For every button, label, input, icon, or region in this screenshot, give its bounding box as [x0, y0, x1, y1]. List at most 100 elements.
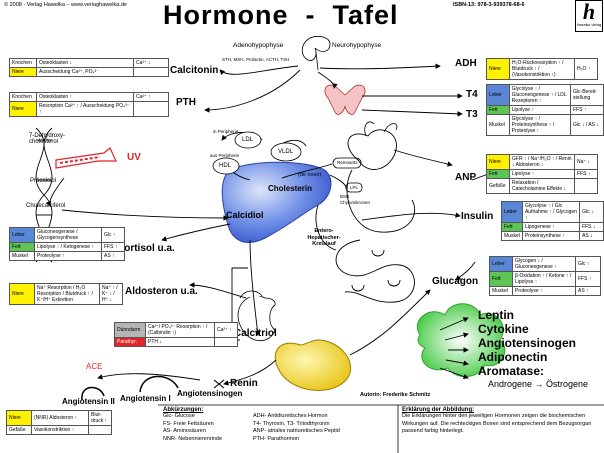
angiotensinogen-adipose-label: Angiotensinogen [478, 336, 576, 350]
glucagon-label: Glucagon [432, 276, 479, 287]
organ-cell: Gefäße [486, 178, 510, 194]
result-cell: AS ↑ [575, 286, 601, 296]
cytokine-label: Cytokine [478, 322, 529, 336]
effect-cell: Lipolyse ↑ [508, 105, 572, 115]
angiotensin-i-shape [139, 375, 179, 393]
organ-cell: Parathyr. [114, 337, 146, 347]
effect-cell: GFR ↑ / Na⁺/H₂O ↑ / Renin ↓ Aldosteron ↓ [509, 154, 575, 170]
cholecalciferol-label: Cholecalciferol [26, 203, 66, 209]
organ-cell: Leber [501, 201, 523, 223]
effect-cell: Proteolyse ↑ [34, 251, 102, 261]
organ-cell: Niere [6, 410, 32, 426]
organ-cell: Gefäße [6, 425, 32, 435]
abbr-item: Glc- Glucose [163, 413, 195, 419]
ace-label: ACE [86, 362, 103, 371]
result-cell: FFS ↑ [101, 242, 125, 252]
organ-cell: Niere [486, 154, 510, 170]
effect-cell: Osteoklasten ↑ [36, 92, 134, 102]
organ-cell: Leber [489, 256, 513, 272]
renin-label: Renin [230, 378, 258, 389]
organ-cell: Leber [486, 84, 510, 106]
kidney-icon [237, 295, 276, 342]
result-cell [214, 337, 238, 347]
effect-cell: Ausscheidung Ca²⁺, PO₄³⁻ [36, 67, 134, 77]
praecalciol-label: Präcalciol [30, 178, 57, 184]
effect-cell: PTH ↓ [145, 337, 215, 347]
organ-cell: Leber [9, 227, 35, 243]
abbr-item: PTH- Parathormon [253, 435, 300, 442]
t3-label: T3 [466, 109, 478, 120]
explanation-text: Die Erklärungen hinter den jeweiligen Ho… [402, 413, 592, 434]
lpl-label: LPL [350, 185, 359, 190]
angiotensinogen-label: Angiotensinogen [177, 389, 243, 398]
effect-cell: Vasokonstriktion ↑ [31, 425, 89, 435]
adipose-hormone-list: Leptin Cytokine Angiotensinogen Adiponec… [478, 308, 576, 378]
result-cell [88, 425, 112, 435]
effect-cell: (NNR) Aldosteron ↑ [31, 410, 89, 426]
effect-cell: Ca²⁺/ PO₄³⁻ Resorption ↑ / (Calbindin ↑) [145, 322, 215, 338]
pituitary-icon [301, 36, 331, 71]
adiponectin-label: Adiponectin [478, 350, 548, 364]
explanation-title: Erklärung der Abbildung: [402, 407, 475, 413]
result-cell: Na⁺ ↑ / K⁺ ↓ / H⁺ ↓ [99, 283, 123, 305]
pth-label: PTH [176, 97, 196, 108]
organ-cell: Fett [501, 222, 523, 232]
result-cell: Ca²⁺ ↑ [133, 92, 169, 102]
adrenal-gland-icon [239, 290, 263, 299]
page-title: Hormone - Tafel [163, 0, 399, 30]
effect-cell: Resorption Ca²⁺ ↑ / Ausscheidung PO₄³⁻ ↑ [36, 101, 134, 117]
isbn: ISBN-13: 978-3-939378-68-6 [453, 2, 525, 8]
angiotensin-ii-shape [81, 386, 105, 401]
abbr-item: NNR- Nebennierenrinde [163, 435, 223, 442]
angiotensin-ii-label: Angiotensin II [62, 397, 115, 406]
organ-cell: Fett [9, 242, 35, 252]
renin-scissor-icon [213, 379, 225, 389]
organ-cell: Knochen [9, 58, 37, 68]
angiotensin-effect-table: Niere(NNR) Aldosteron ↑Blut-druck ↑Gefäß… [6, 410, 112, 435]
aldosteron-label: Aldosteron u.a. [125, 286, 198, 297]
remnants-label: Remnants [337, 160, 358, 165]
organ-cell: Muskel [486, 114, 510, 136]
aromatase-label: Aromatase: [478, 364, 545, 378]
table-row: Niere(NNR) Aldosteron ↑Blut-druck ↑ [6, 410, 112, 426]
organ-cell: Niere [9, 67, 37, 77]
uv-label: UV [127, 152, 141, 163]
effect-cell: H₂O-Rückresorption ↑ / Blutdruck ↑ / (Va… [509, 58, 575, 80]
result-cell: AS ↓ [579, 231, 604, 241]
abbr-item: T4- Thyroxin, T3- Triiodthyronin [253, 420, 330, 427]
result-cell: FFS ↑ [574, 169, 598, 179]
organ-cell: Niere [486, 58, 510, 80]
result-cell: Glc-Bereit-stellung [570, 84, 604, 106]
effect-cell: Lipolyse ↑ / Ketogenese ↑ [34, 242, 102, 252]
result-cell: FFS ↓ [579, 222, 604, 232]
organ-cell: Muskel [9, 251, 35, 261]
in-peripherie-label: in Peripherie [213, 129, 239, 134]
abbreviations-title: Abkürzungen: [163, 407, 204, 413]
effect-cell: Glycogen ↓ / Gluconeogenese ↑ [512, 256, 576, 272]
denovo-label: (de novo) [298, 172, 322, 178]
abbreviations: Abkürzungen: Glc- Glucose ADH- Antidiure… [163, 407, 395, 443]
bsr-chylomikronen-label: BSR Chylomikronen [340, 194, 371, 205]
explanation: Erklärung der Abbildung: Die Erklärungen… [402, 407, 600, 436]
insulin-label: Insulin [461, 211, 494, 222]
result-cell: Blut-druck ↑ [88, 410, 112, 426]
effect-cell: Lipolyse ↑ [509, 169, 575, 179]
result-cell: Glc ↓ / AS ↓ [570, 114, 604, 136]
